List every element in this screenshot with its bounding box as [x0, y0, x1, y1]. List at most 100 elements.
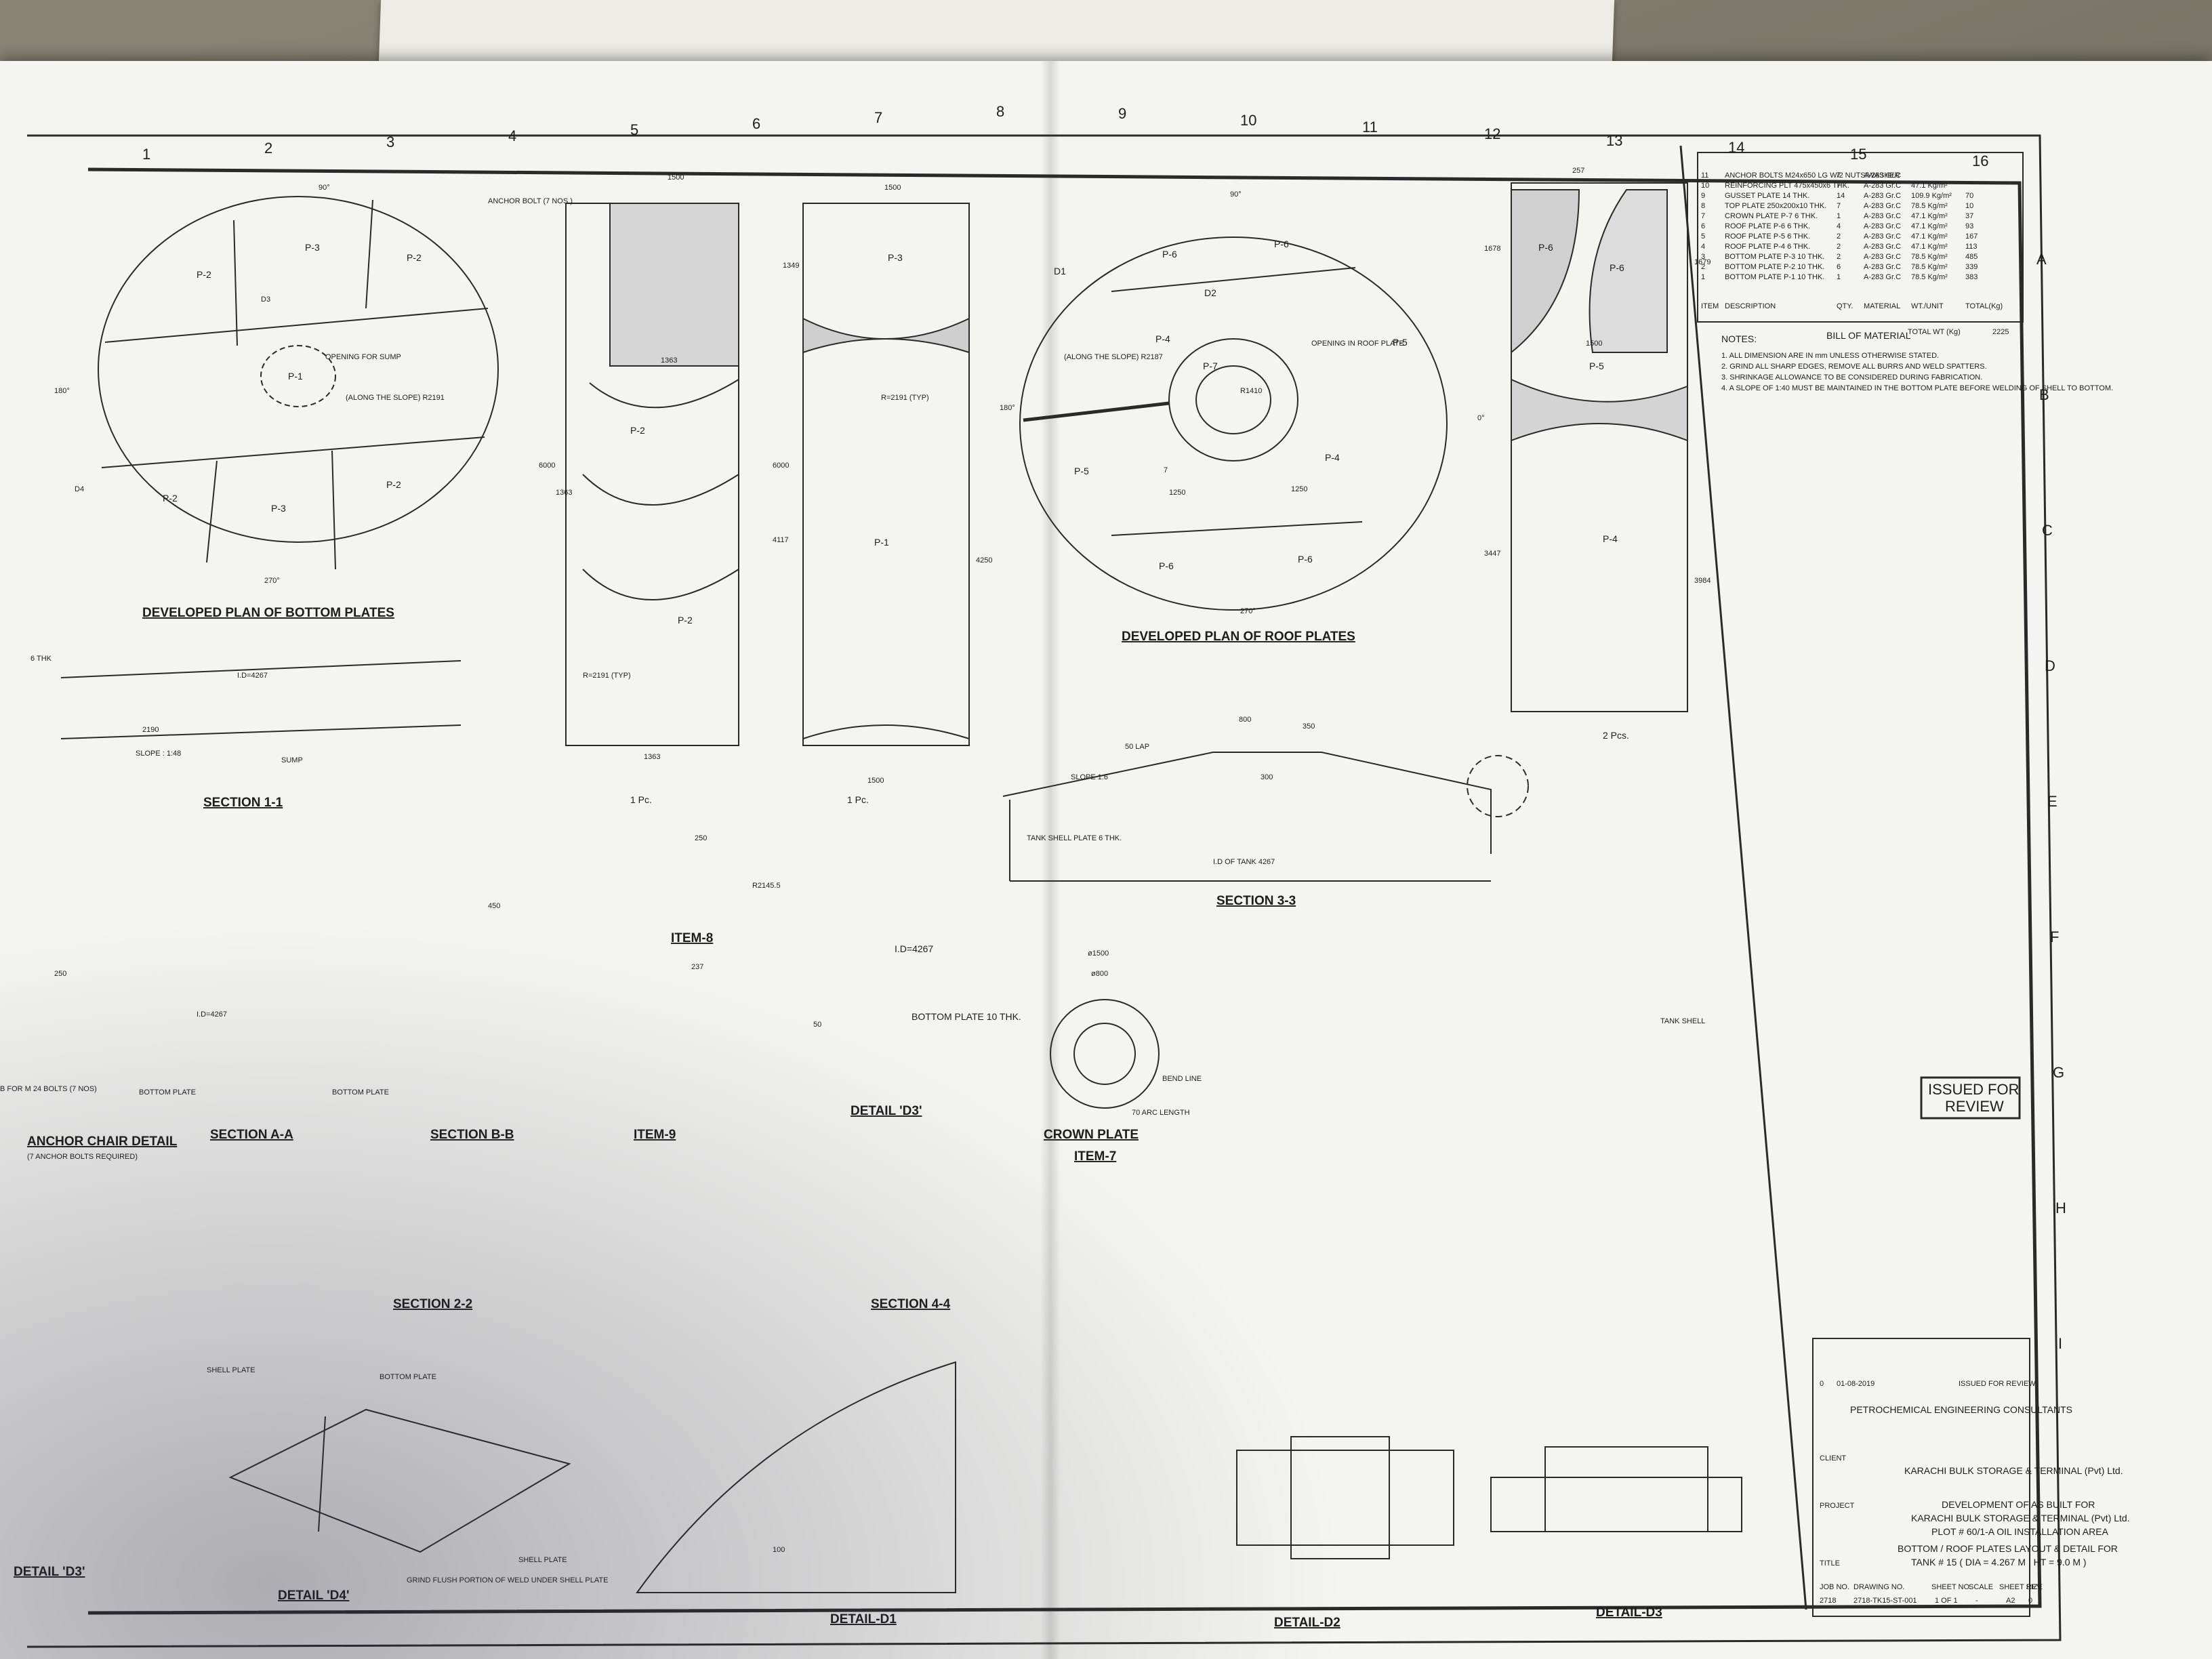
note-item: 1. ALL DIMENSION ARE IN mm UNLESS OTHERW…	[1721, 352, 1939, 360]
roof-angle-180: 180°	[1000, 404, 1015, 412]
bom-cell: A-283 Gr.C	[1864, 232, 1901, 241]
crown-plate-dim: ø800	[1091, 970, 1108, 978]
stamp-line-2: REVIEW	[1945, 1098, 2004, 1115]
p2-qty: 1 Pc.	[630, 794, 652, 805]
detail-d4-label: BOTTOM PLATE	[380, 1373, 436, 1381]
bottom-plate-p2: P-2	[197, 269, 211, 280]
p1-width: 1500	[884, 184, 901, 192]
bom-total-label: TOTAL WT (Kg)	[1908, 328, 1961, 336]
detail-d3-b-title: DETAIL 'D3'	[14, 1565, 85, 1579]
bottom-plan-title: DEVELOPED PLAN OF BOTTOM PLATES	[142, 606, 394, 620]
p1-total: 6000	[773, 462, 789, 470]
p2-label: P-2	[678, 615, 693, 626]
grid-col-label: 2	[264, 140, 272, 157]
p5-width: 1500	[1586, 340, 1602, 348]
roof-plate-p5: P-5	[1074, 466, 1089, 476]
p2-height: 1363	[661, 356, 677, 365]
bom-cell: 3	[1701, 253, 1705, 261]
grid-col-label: 16	[1972, 152, 1988, 169]
section-2-2-title: SECTION 2-2	[393, 1297, 472, 1311]
item-8-title: ITEM-8	[671, 931, 713, 945]
bom-cell: BOTTOM PLATE P-1 10 THK.	[1725, 273, 1824, 281]
project-label: PROJECT	[1820, 1502, 1855, 1510]
section-1-1-slope: SLOPE : 1:48	[136, 750, 181, 758]
rev-label: REV	[2026, 1583, 2042, 1591]
section-aa-id: I.D=4267	[197, 1010, 227, 1019]
rev-description: ISSUED FOR REVIEW	[1959, 1380, 2036, 1388]
detail-d3-a-dim: 50	[813, 1021, 821, 1029]
bom-cell: REINFORCING PLT 475x450x6 THK.	[1725, 182, 1849, 190]
grid-col-label: 7	[874, 109, 882, 126]
detail-d3-c-title: DETAIL-D3	[1596, 1605, 1662, 1620]
item-9-title: ITEM-9	[634, 1128, 676, 1142]
bom-header: TOTAL(Kg)	[1965, 302, 2003, 310]
bom-cell: 10	[1965, 202, 1973, 210]
p1-height: 4117	[773, 536, 789, 544]
notes-title: NOTES:	[1721, 333, 1757, 344]
section-3-3-slope: SLOPE 1:6	[1071, 773, 1108, 781]
bottom-plate-p3: P-3	[305, 242, 320, 253]
bottom-plates-circle	[98, 196, 499, 543]
bom-cell: A-283 Gr.C	[1864, 273, 1901, 281]
roof-angle-90: 90°	[1230, 190, 1242, 199]
consultant-name: PETROCHEMICAL ENGINEERING CONSULTANTS	[1850, 1404, 2072, 1415]
grid-col-label: 3	[386, 134, 394, 150]
bom-cell: 47.1 Kg/m²	[1911, 182, 1948, 190]
rev-date: 01-08-2019	[1837, 1380, 1875, 1388]
drawing-no: 2718-TK15-ST-001	[1853, 1597, 1917, 1605]
bom-cell: 47.1 Kg/m²	[1911, 232, 1948, 241]
bom-cell: A-283 Gr.C	[1864, 192, 1901, 200]
detail-d1-dim: 100	[773, 1546, 785, 1554]
bom-cell: ANCHOR BOLTS M24x650 LG W/2 NUTS/WASHER	[1725, 171, 1900, 180]
crown-plate-item: ITEM-7	[1074, 1149, 1116, 1164]
title-line: BOTTOM / ROOF PLATES LAYOUT & DETAIL FOR	[1898, 1543, 2118, 1554]
bom-cell: BOTTOM PLATE P-2 10 THK.	[1725, 263, 1824, 271]
section-aa-plate: BOTTOM PLATE	[139, 1088, 196, 1097]
grid-col-label: 5	[630, 121, 638, 138]
note-item: 4. A SLOPE OF 1:40 MUST BE MAINTAINED IN…	[1721, 384, 2113, 392]
rev-number: 0	[1820, 1380, 1824, 1388]
detail-d4-label: SHELL PLATE	[207, 1366, 255, 1374]
bom-cell: 6	[1837, 263, 1841, 271]
project-line: DEVELOPMENT OF AS BUILT FOR	[1942, 1499, 2095, 1510]
p2-height: 1363	[644, 753, 660, 761]
bom-cell: 9	[1701, 192, 1705, 200]
drawing-sheet	[0, 61, 2212, 1659]
p1-arc: R=2191 (TYP)	[881, 394, 929, 402]
grid-row-label: C	[2042, 522, 2053, 539]
roof-plate-p4: P-4	[1325, 452, 1340, 463]
detail-d4-label: GRIND FLUSH PORTION OF WELD UNDER SHELL …	[407, 1576, 608, 1584]
grid-row-label: E	[2047, 793, 2057, 810]
p1-label-p3: P-3	[888, 252, 903, 263]
detail-d3-a-plate: BOTTOM PLATE 10 THK.	[912, 1011, 1021, 1022]
bom-cell: 485	[1965, 253, 1978, 261]
bom-cell: TOP PLATE 250x200x10 THK.	[1725, 202, 1826, 210]
bom-cell: ROOF PLATE P-6 6 THK.	[1725, 222, 1810, 230]
detail-d1-title: DETAIL-D1	[830, 1612, 897, 1626]
section-1-1-title: SECTION 1-1	[203, 796, 283, 810]
scale-value: -	[1975, 1597, 1978, 1605]
roof-opening-note: OPENING IN ROOF PLATE	[1311, 340, 1404, 348]
drawing-label: DRAWING NO.	[1853, 1583, 1904, 1591]
p5-top: 257	[1572, 167, 1584, 175]
anchor-chair-bolt: B FOR M 24 BOLTS (7 NOS)	[0, 1085, 97, 1093]
grid-col-label: 15	[1850, 146, 1866, 163]
crown-plate-dim: ø1500	[1088, 949, 1109, 958]
roof-item-ref: 7	[1164, 466, 1168, 474]
p5-dim: 1679	[1694, 258, 1711, 266]
item-8-radius: R2145.5	[752, 882, 781, 890]
p2-width: 1500	[668, 173, 684, 182]
bom-cell: A-283 Gr.C	[1864, 171, 1901, 180]
anchor-bolt-note: ANCHOR BOLT (7 NOS.)	[488, 197, 573, 205]
bottom-plate-p2: P-2	[386, 479, 401, 490]
grid-col-label: 8	[996, 103, 1004, 120]
bottom-angle-180: 180°	[54, 387, 70, 395]
bom-cell: A-283 Gr.C	[1864, 212, 1901, 220]
note-item: 2. GRIND ALL SHARP EDGES, REMOVE ALL BUR…	[1721, 363, 1987, 371]
p2-total: 6000	[539, 462, 555, 470]
item-9-dim: 237	[691, 963, 703, 971]
grid-row-label: F	[2050, 928, 2059, 945]
bom-cell: 78.5 Kg/m²	[1911, 253, 1948, 261]
bom-cell: 7	[1837, 182, 1841, 190]
